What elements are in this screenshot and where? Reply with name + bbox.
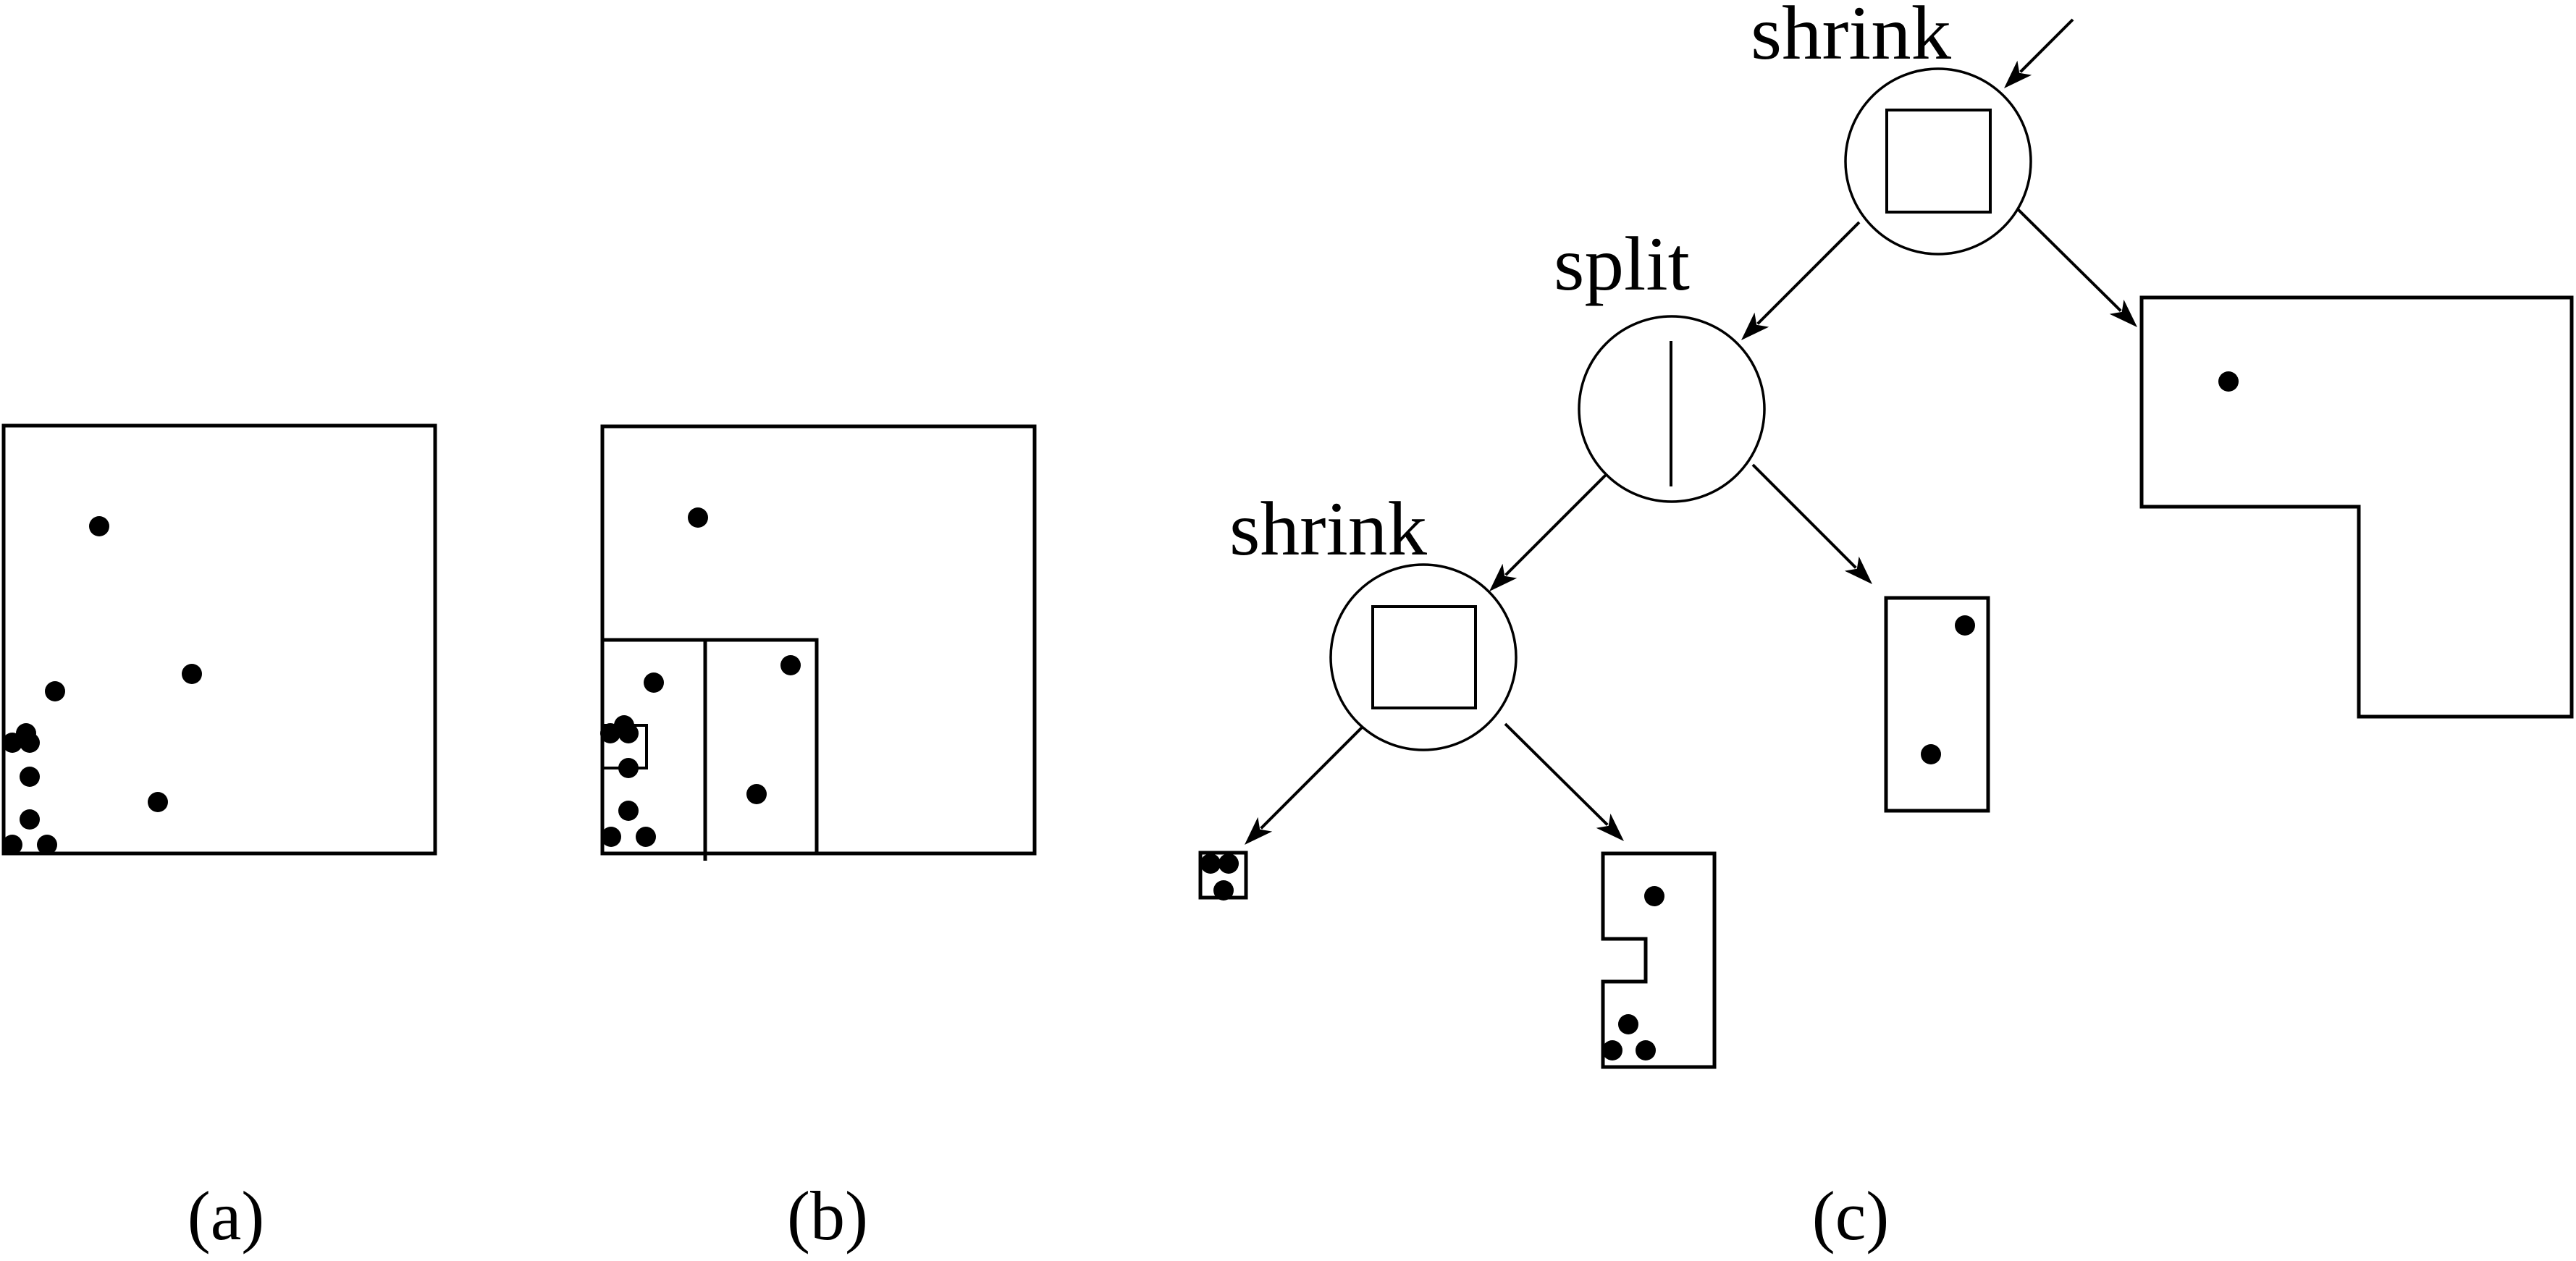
arrowhead-icon [1844,556,1872,584]
node-circle [1329,563,1518,751]
node-circle [1844,67,2032,256]
node-label-root: shrink [1751,0,1951,75]
tree-node-inner-shrink: shrink [1229,486,1518,751]
data-point [1602,1040,1622,1060]
panel-caption-b: (b) [787,1177,868,1254]
edge-split-to-rect-leaf [1751,463,1857,569]
panel-caption-a: (a) [188,1177,265,1254]
panel-b: (b) [600,424,1037,1254]
leaf-region [2139,295,2574,719]
data-point [2,835,22,855]
data-point [20,809,40,830]
shrink-box [602,638,819,853]
data-point [20,767,40,787]
edge-inner-shrink-to-tiny-leaf [1260,726,1363,830]
edge-inner-shrink-to-notched-leaf [1504,722,1609,826]
tree-node-split: split [1554,222,1766,503]
data-point [1644,886,1664,906]
data-point [45,681,65,701]
node-label-inner-shrink: shrink [1229,486,1427,571]
data-point [1636,1040,1656,1060]
data-point [1921,744,1941,764]
panel-caption-c: (c) [1812,1177,1890,1254]
shrink-square-icon [1885,109,1992,214]
data-point [636,827,656,847]
data-point [618,801,639,821]
data-point [601,827,621,847]
arrowhead-icon [1489,563,1518,591]
data-point [618,723,639,743]
data-point [1200,853,1221,874]
node-label-split: split [1554,222,1690,306]
leaf-region [1601,851,1717,1069]
data-point [688,507,708,528]
arrowhead-icon [2004,60,2032,88]
data-point [20,733,40,753]
data-point [89,516,109,536]
data-point [600,723,620,743]
data-point [182,664,202,684]
bounding-square [1,423,437,856]
panel-c: shrink split shrink (c) [1198,0,2574,1254]
tree-node-root-shrink: shrink [1751,0,2032,256]
data-point [1955,615,1975,636]
leaf-rect-cell [1884,596,1990,813]
point-set-a [2,516,202,855]
arrowhead-icon [1741,312,1769,340]
data-point [37,835,57,855]
edge-split-to-inner-shrink [1504,473,1608,576]
data-point [148,792,168,812]
leaf-notched-cell [1601,851,1717,1069]
leaf-points [1200,371,2239,1060]
tree-edges [1245,18,2137,845]
data-point [1618,1014,1638,1034]
edge-root-to-L-leaf [2015,206,2122,312]
leaf-L-cell [2139,295,2574,719]
point-set-b [600,507,801,847]
arrowhead-icon [1245,817,1273,845]
panel-a: (a) [1,423,437,1254]
data-point [2218,371,2239,392]
data-point [618,758,639,778]
data-point [1213,880,1234,901]
arrowhead-icon [2109,299,2137,327]
data-point [746,784,767,804]
edge-input-to-root [2019,18,2074,73]
data-point [1218,853,1239,874]
leaf-region [1884,596,1990,813]
data-point [780,655,801,675]
data-point [2,733,22,753]
data-point [644,672,664,693]
shrink-square-icon [1371,605,1477,709]
edge-root-to-split [1756,221,1861,325]
arrowhead-icon [1596,813,1624,841]
